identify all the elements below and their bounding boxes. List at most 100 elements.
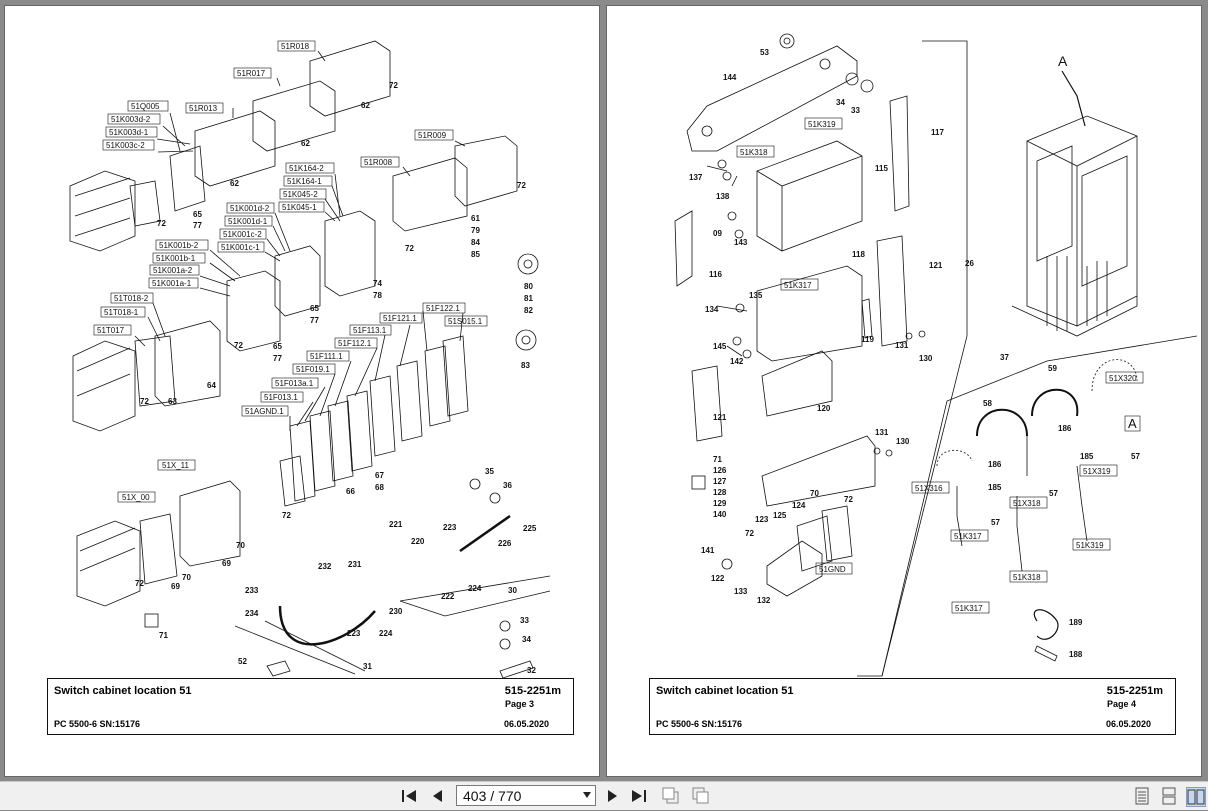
svg-text:66: 66 [346, 487, 355, 496]
svg-text:30: 30 [508, 586, 517, 595]
svg-text:51K001d-2: 51K001d-2 [230, 204, 270, 213]
svg-text:231: 231 [348, 560, 362, 569]
svg-text:224: 224 [379, 629, 393, 638]
svg-text:186: 186 [1058, 424, 1072, 433]
svg-text:83: 83 [521, 361, 530, 370]
svg-text:85: 85 [471, 250, 480, 259]
svg-text:51K003c-2: 51K003c-2 [106, 141, 145, 150]
svg-text:80: 80 [524, 282, 533, 291]
svg-text:72: 72 [140, 397, 149, 406]
svg-text:63: 63 [168, 397, 177, 406]
svg-text:70: 70 [810, 489, 819, 498]
svg-text:51T018-1: 51T018-1 [104, 308, 139, 317]
continuous-icon[interactable] [1160, 787, 1178, 805]
left-boxed-labels: 51R018 51R017 51R013 51Q005 51K003d-2 51… [93, 40, 488, 503]
svg-text:72: 72 [745, 529, 754, 538]
page-number-select[interactable]: 403 / 770 [456, 785, 596, 806]
title-block-date: 06.05.2020 [503, 719, 549, 729]
svg-text:51R017: 51R017 [237, 69, 266, 78]
svg-text:51F121.1: 51F121.1 [383, 314, 417, 323]
forward-view-icon[interactable] [690, 786, 712, 806]
svg-text:31: 31 [363, 662, 372, 671]
svg-text:130: 130 [919, 354, 933, 363]
svg-text:58: 58 [983, 399, 992, 408]
page-left: 72 62 62 62 72 65 77 61 79 84 85 72 72 7… [5, 6, 599, 776]
last-page-icon[interactable] [628, 786, 650, 806]
svg-text:145: 145 [713, 342, 727, 351]
title-block-doc-no: 515-2251m [504, 685, 561, 697]
svg-text:130: 130 [896, 437, 910, 446]
svg-text:125: 125 [773, 511, 787, 520]
svg-text:140: 140 [713, 510, 727, 519]
prev-page-icon[interactable] [426, 786, 448, 806]
svg-text:233: 233 [245, 586, 259, 595]
svg-text:51R009: 51R009 [418, 131, 447, 140]
svg-text:51X318: 51X318 [1013, 499, 1041, 508]
svg-text:72: 72 [135, 579, 144, 588]
svg-text:138: 138 [716, 192, 730, 201]
svg-text:72: 72 [517, 181, 526, 190]
document-viewport[interactable]: 72 62 62 62 72 65 77 61 79 84 85 72 72 7… [0, 0, 1208, 781]
svg-text:51X_00: 51X_00 [122, 493, 150, 502]
next-page-icon[interactable] [602, 786, 624, 806]
svg-text:121: 121 [929, 261, 943, 270]
svg-text:61: 61 [471, 214, 480, 223]
svg-text:120: 120 [817, 404, 831, 413]
svg-text:51K164-2: 51K164-2 [289, 164, 324, 173]
svg-text:118: 118 [852, 250, 865, 259]
svg-text:57: 57 [991, 518, 1000, 527]
svg-text:53: 53 [760, 48, 769, 57]
svg-text:77: 77 [193, 221, 202, 230]
svg-text:65: 65 [273, 342, 282, 351]
svg-text:51K001a-2: 51K001a-2 [153, 266, 193, 275]
svg-text:131: 131 [895, 341, 909, 350]
title-block-left: Switch cabinet location 51 515-2251m Pag… [47, 678, 574, 735]
svg-text:185: 185 [1080, 452, 1094, 461]
svg-text:51R013: 51R013 [189, 104, 218, 113]
svg-text:51K001b-1: 51K001b-1 [156, 254, 196, 263]
svg-text:69: 69 [222, 559, 231, 568]
svg-text:67: 67 [375, 471, 384, 480]
svg-text:72: 72 [282, 511, 291, 520]
drawing-left: 72 62 62 62 72 65 77 61 79 84 85 72 72 7… [69, 40, 551, 679]
svg-text:78: 78 [373, 291, 382, 300]
svg-text:116: 116 [709, 270, 722, 279]
svg-text:51K319: 51K319 [808, 120, 836, 129]
svg-text:51K317: 51K317 [954, 532, 982, 541]
svg-text:35: 35 [485, 467, 494, 476]
svg-text:131: 131 [875, 428, 889, 437]
svg-text:51K318: 51K318 [1013, 573, 1041, 582]
svg-text:124: 124 [792, 501, 806, 510]
first-page-icon[interactable] [398, 786, 420, 806]
svg-text:123: 123 [755, 515, 769, 524]
svg-text:62: 62 [361, 101, 370, 110]
svg-text:72: 72 [405, 244, 414, 253]
svg-text:185: 185 [988, 483, 1002, 492]
svg-text:142: 142 [730, 357, 744, 366]
page-right: 53 144 34 33 117 137 115 138 09 143 116 … [607, 6, 1201, 776]
svg-text:51F013a.1: 51F013a.1 [275, 379, 314, 388]
svg-text:33: 33 [851, 106, 860, 115]
svg-text:133: 133 [734, 587, 748, 596]
title-block-title: Switch cabinet location 51 [54, 685, 192, 697]
svg-text:59: 59 [1048, 364, 1057, 373]
svg-text:A: A [1058, 53, 1068, 69]
page-indicator: 403 / 770 [463, 788, 522, 804]
svg-text:137: 137 [689, 173, 703, 182]
svg-text:71: 71 [159, 631, 168, 640]
svg-text:129: 129 [713, 499, 727, 508]
svg-text:119: 119 [861, 335, 874, 344]
svg-text:71: 71 [713, 455, 722, 464]
svg-text:220: 220 [411, 537, 425, 546]
svg-text:51F122.1: 51F122.1 [426, 304, 460, 313]
two-page-icon[interactable] [1186, 787, 1206, 807]
back-view-icon[interactable] [660, 786, 682, 806]
svg-text:51K001a-1: 51K001a-1 [152, 279, 192, 288]
svg-text:82: 82 [524, 306, 533, 315]
title-block-doc-no: 515-2251m [1106, 685, 1163, 697]
svg-text:51K319: 51K319 [1076, 541, 1104, 550]
title-block-date: 06.05.2020 [1105, 719, 1151, 729]
single-page-icon[interactable] [1133, 787, 1151, 805]
svg-text:51K318: 51K318 [740, 148, 768, 157]
title-block-machine: PC 5500-6 SN:15176 [656, 719, 743, 729]
